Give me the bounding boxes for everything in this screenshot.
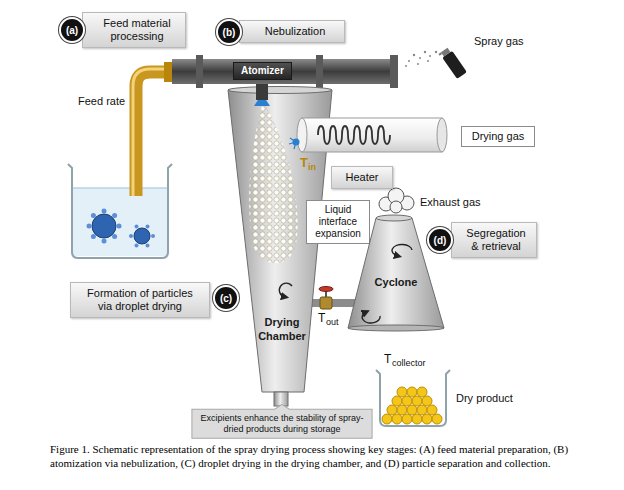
- heater-coil: [318, 126, 390, 144]
- feed-liquid: [72, 188, 168, 256]
- drying-gas-tube: [302, 118, 442, 152]
- droplet-plume: [249, 106, 297, 263]
- stage-box: Heater: [331, 166, 393, 189]
- label-box: Drying gas: [461, 126, 535, 147]
- bar-flange: [196, 55, 203, 88]
- node-text: Formation of particles via droplet dryin…: [79, 287, 201, 313]
- valve-body: [320, 297, 332, 309]
- node-text: Drying gas: [470, 130, 526, 143]
- callout-circle: (b): [216, 19, 242, 45]
- callout-circle: (c): [213, 285, 239, 311]
- text-label: T: [300, 155, 308, 171]
- callout-circle: (d): [427, 227, 453, 253]
- valve-wheel: [319, 287, 333, 292]
- node-text: Heater: [340, 171, 384, 184]
- spray-can: [439, 47, 467, 80]
- liquid-surface: [72, 187, 168, 189]
- exhaust-cloud: [379, 188, 414, 213]
- subscript-text: out: [326, 317, 339, 328]
- tube-end: [437, 118, 447, 152]
- drying-chamber: Drying Chamber: [226, 86, 334, 408]
- swirl-arrow: [392, 245, 412, 256]
- virus-particle: [129, 225, 155, 248]
- node-text: Excipients enhance the stability of spra…: [197, 413, 367, 435]
- beaker-glass: [68, 164, 172, 258]
- atomizer-nozzle: [256, 84, 268, 100]
- label-box: Liquid interface expansion: [306, 200, 370, 244]
- figure-caption: Figure 1. Schematic representation of th…: [50, 442, 616, 471]
- gas-inlet: [293, 139, 300, 146]
- text-label: Dry product: [456, 392, 513, 405]
- pipe-flange: [164, 62, 172, 82]
- atomizer-box: Atomizer: [233, 62, 292, 80]
- pipe-highlight: [133, 69, 172, 196]
- node-text: (d): [434, 235, 447, 246]
- stage-box: Feed material processing: [82, 12, 186, 48]
- beaker-glass: [376, 370, 450, 426]
- text-label: Exhaust gas: [420, 196, 481, 209]
- callout-circle: (a): [59, 17, 85, 43]
- swirl-arrow: [362, 312, 380, 323]
- node-text: Segregation & retrieval: [464, 227, 528, 253]
- nozzle-tip: [254, 100, 270, 106]
- stage-box: Segregation & retrieval: [451, 222, 537, 258]
- node-text: (a): [66, 25, 78, 36]
- note-banner: Excipients enhance the stability of spra…: [191, 404, 373, 439]
- virus-particle: [87, 209, 122, 244]
- stage-box: Nebulization: [239, 20, 345, 43]
- node-text: Drying Chamber: [250, 316, 314, 344]
- chamber-outline: [226, 86, 334, 408]
- feed-pipe: [136, 72, 172, 196]
- text-label: Spray gas: [474, 35, 524, 48]
- node-text: (c): [220, 293, 232, 304]
- node-text: Atomizer: [241, 65, 284, 77]
- pipe-connector: [334, 299, 346, 307]
- gas-jets: [289, 138, 296, 149]
- text-label: T: [384, 352, 391, 366]
- valve-stem: [325, 290, 327, 297]
- bar-flange: [390, 55, 398, 88]
- node-text: Feed material processing: [97, 17, 177, 43]
- node-text: Liquid interface expansion: [311, 204, 365, 240]
- stage-box: Formation of particles via droplet dryin…: [70, 282, 210, 318]
- tube-end: [297, 118, 307, 152]
- spray-mist: [405, 51, 437, 67]
- text-label: Feed rate: [78, 95, 125, 108]
- subscript-text: collector: [392, 358, 426, 369]
- bar-flange: [316, 55, 323, 88]
- node-text: Cyclone: [346, 276, 446, 290]
- text-label: T: [318, 311, 325, 325]
- subscript-text: in: [308, 162, 316, 173]
- node-text: (b): [223, 27, 236, 38]
- atomizer-bar: [172, 59, 398, 84]
- node-text: Nebulization: [254, 25, 336, 38]
- dry-powder: [382, 387, 442, 424]
- swirl-arrow: [279, 283, 292, 297]
